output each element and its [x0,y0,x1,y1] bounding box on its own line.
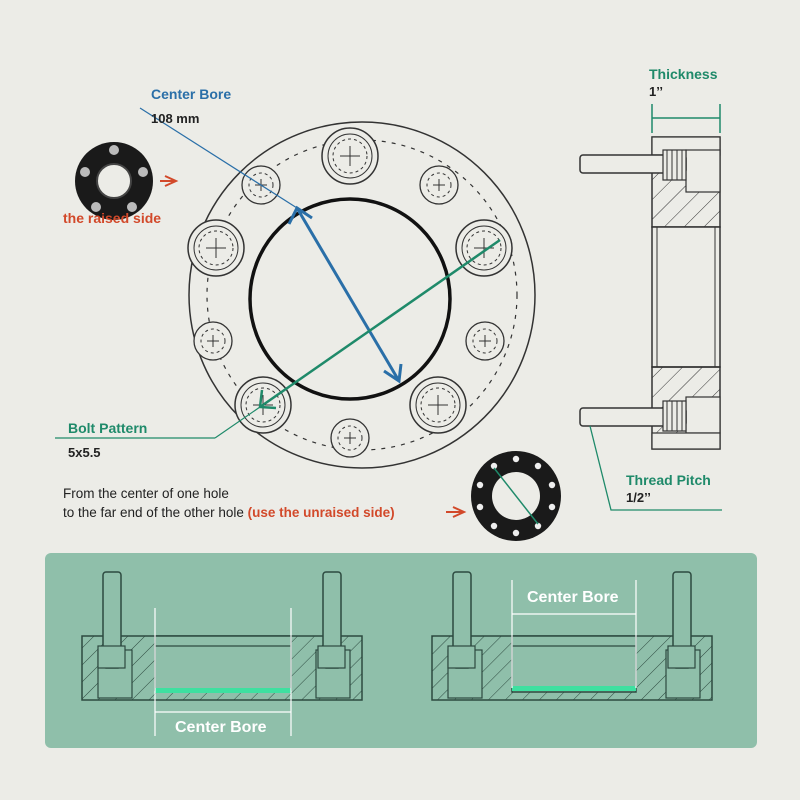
stud-hole [321,127,379,185]
small-hole [465,321,505,361]
thread-pitch-label: Thread Pitch [626,472,711,488]
small-hole [330,418,370,458]
thickness-value: 1’’ [649,84,663,99]
center-bore-measure [139,107,403,384]
measurement-note-prefix: to the far end of the other hole [63,505,248,520]
bottom-right-center-bore-label: Center Bore [527,589,619,606]
stud-hole [187,219,245,277]
spacer-front-view [187,121,536,469]
center-bore-value: 108 mm [151,111,200,126]
measurement-note: From the center of one hole to the far e… [63,484,395,522]
center-bore-label: Center Bore [151,86,232,102]
bolt-pattern-value: 5x5.5 [68,445,101,460]
thickness-dimension [651,104,721,133]
center-bore-comparison-panel [45,553,757,748]
bolt-pattern-measure [55,238,501,439]
stud-hole [455,219,513,277]
thread-pitch-leader [589,425,722,511]
measurement-note-line1: From the center of one hole [63,486,229,501]
stud-hole [409,376,467,434]
small-hole [193,321,233,361]
bottom-left-center-bore-label: Center Bore [175,719,267,736]
thickness-label: Thickness [649,66,718,82]
unraised-side-thumbnail [446,451,561,541]
bolt-pattern-label: Bolt Pattern [68,420,148,436]
thread-pitch-value: 1/2’’ [626,490,651,505]
measurement-note-line2: to the far end of the other hole (use th… [63,503,395,522]
measurement-note-highlight: (use the unraised side) [247,505,395,520]
small-hole [419,165,459,205]
raised-side-thumbnail [75,142,179,220]
spacer-side-view [579,136,721,450]
raised-side-label: the raised side [63,210,162,226]
